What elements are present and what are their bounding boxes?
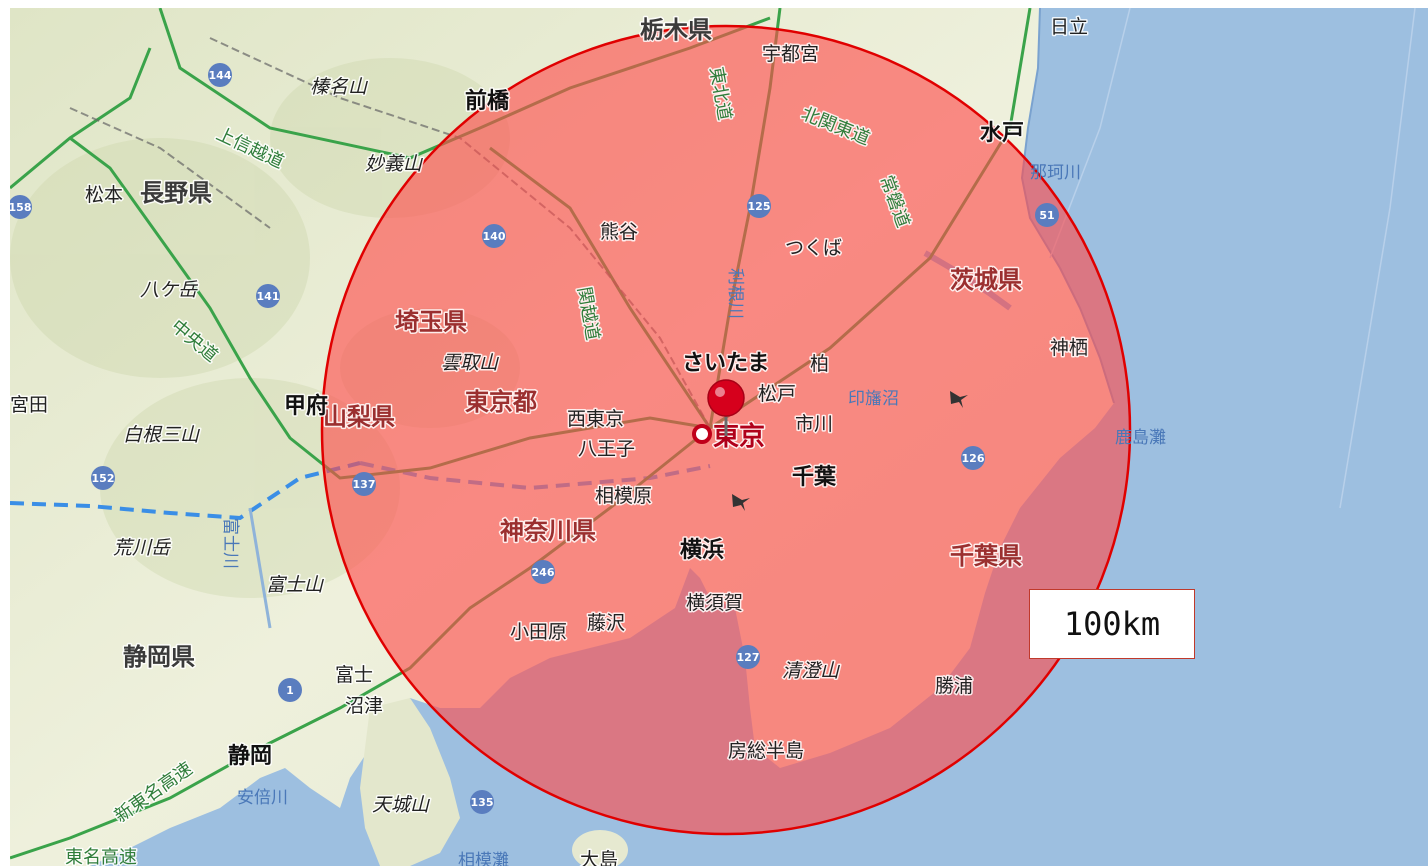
svg-text:八ケ岳: 八ケ岳 [140, 279, 199, 301]
svg-text:富士: 富士 [335, 664, 373, 686]
radius-label: 100km [1063, 605, 1161, 643]
peak-labels: 榛名山 妙義山 八ケ岳 雲取山 白根三山 荒川岳 富士山 清澄山 天城山 [112, 75, 842, 818]
pref-border [10, 461, 361, 521]
svg-text:さいたま: さいたま [682, 351, 769, 376]
svg-text:126: 126 [962, 452, 985, 465]
city-labels: 宇都宮 日立 前橋 水戸 松本 熊谷 つくば さいたま 柏 松戸 西東京 市川 … [10, 15, 1090, 866]
svg-text:印旛沼: 印旛沼 [848, 389, 899, 409]
svg-text:那珂川: 那珂川 [1030, 163, 1081, 183]
svg-text:横須賀: 横須賀 [686, 592, 743, 614]
svg-text:藤沢: 藤沢 [587, 612, 625, 634]
svg-text:横浜: 横浜 [680, 538, 724, 563]
svg-text:宇都宮: 宇都宮 [762, 43, 819, 65]
svg-text:141: 141 [257, 290, 280, 303]
svg-text:小田原: 小田原 [510, 621, 567, 643]
land-izu [360, 698, 460, 866]
svg-text:東名高速: 東名高速 [65, 847, 137, 866]
center-label: 東京 [692, 420, 767, 454]
svg-text:神栖: 神栖 [1050, 337, 1088, 359]
route-shields: 144 158 141 140 125 51 152 137 126 246 1… [10, 63, 1059, 814]
svg-text:白根三山: 白根三山 [123, 424, 200, 446]
svg-text:妙義山: 妙義山 [365, 153, 423, 175]
svg-text:柏: 柏 [810, 353, 829, 375]
svg-text:静岡: 静岡 [228, 743, 272, 769]
svg-text:沼津: 沼津 [345, 695, 383, 717]
svg-text:246: 246 [532, 566, 555, 579]
svg-text:東京: 東京 [713, 421, 765, 452]
svg-text:神奈川県: 神奈川県 [500, 517, 596, 545]
svg-text:富士山: 富士山 [266, 574, 324, 596]
svg-text:長野県: 長野県 [140, 179, 212, 207]
svg-text:山梨県: 山梨県 [323, 403, 395, 431]
svg-text:安倍川: 安倍川 [237, 788, 288, 808]
svg-text:158: 158 [10, 201, 31, 214]
svg-text:栃木県: 栃木県 [640, 16, 712, 44]
svg-text:天城山: 天城山 [372, 794, 430, 816]
svg-text:大島: 大島 [580, 849, 618, 866]
svg-text:松本: 松本 [85, 184, 123, 206]
svg-text:相模原: 相模原 [595, 485, 652, 507]
map-canvas[interactable]: 144 158 141 140 125 51 152 137 126 246 1… [10, 8, 1428, 866]
svg-text:135: 135 [471, 796, 494, 809]
svg-text:137: 137 [353, 478, 376, 491]
svg-text:埼玉県: 埼玉県 [395, 308, 467, 336]
location-pin-icon[interactable] [707, 379, 745, 436]
svg-text:相模灘: 相模灘 [458, 851, 509, 866]
water-labels: 那珂川 利根川 印旛沼 鹿島灘 富士川 安倍川 相模灘 [220, 163, 1166, 866]
svg-text:水戸: 水戸 [980, 121, 1024, 146]
land-oshima [572, 830, 628, 866]
svg-text:松戸: 松戸 [758, 383, 796, 405]
svg-text:茨城県: 茨城県 [950, 266, 1022, 294]
svg-text:127: 127 [737, 651, 760, 664]
svg-text:つくば: つくば [785, 237, 842, 259]
radius-label-box: 100km [1029, 589, 1195, 659]
svg-text:125: 125 [748, 200, 771, 213]
svg-text:甲府: 甲府 [284, 393, 328, 419]
svg-text:雲取山: 雲取山 [441, 352, 499, 374]
svg-text:千葉: 千葉 [792, 465, 837, 490]
svg-text:51: 51 [1039, 209, 1054, 222]
svg-text:荒川岳: 荒川岳 [113, 537, 172, 559]
svg-text:勝浦: 勝浦 [935, 675, 973, 697]
svg-text:富士川: 富士川 [220, 518, 240, 569]
svg-text:利根川: 利根川 [725, 268, 745, 319]
svg-text:140: 140 [483, 230, 506, 243]
svg-text:152: 152 [92, 472, 115, 485]
map-view[interactable]: 144 158 141 140 125 51 152 137 126 246 1… [10, 8, 1428, 866]
svg-text:市川: 市川 [795, 413, 833, 435]
svg-text:鹿島灘: 鹿島灘 [1115, 428, 1166, 448]
svg-text:熊谷: 熊谷 [600, 221, 638, 243]
svg-text:144: 144 [209, 69, 232, 82]
svg-text:榛名山: 榛名山 [310, 76, 368, 98]
svg-text:清澄山: 清澄山 [782, 660, 840, 682]
svg-text:宮田: 宮田 [10, 394, 48, 416]
svg-text:日立: 日立 [1050, 16, 1088, 38]
svg-text:西東京: 西東京 [567, 408, 624, 430]
prefecture-labels: 栃木県 長野県 埼玉県 山梨県 東京都 茨城県 神奈川県 静岡県 千葉県 [122, 15, 1024, 673]
airport-icon [732, 391, 968, 511]
peninsula-label: 房総半島 [728, 740, 804, 762]
svg-text:前橋: 前橋 [465, 88, 510, 114]
svg-text:千葉県: 千葉県 [950, 542, 1022, 570]
svg-text:東京都: 東京都 [465, 388, 537, 416]
svg-text:1: 1 [286, 684, 294, 697]
svg-text:静岡県: 静岡県 [123, 643, 195, 671]
svg-text:八王子: 八王子 [578, 438, 635, 460]
